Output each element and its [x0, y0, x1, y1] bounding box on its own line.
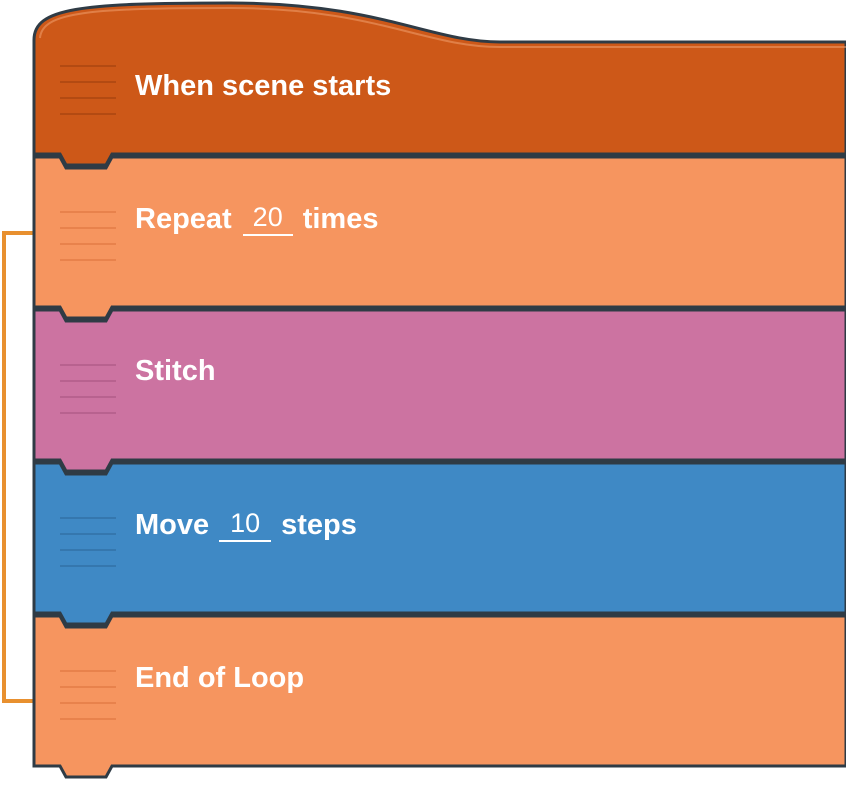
move-label: Move 10 steps: [135, 505, 357, 545]
when-scene-starts-block[interactable]: [32, 1, 846, 167]
repeat-block[interactable]: [32, 155, 846, 320]
drag-handle-icon[interactable]: [60, 65, 116, 115]
when-scene-starts-label: When scene starts: [135, 70, 392, 102]
stitch-label: Stitch: [135, 355, 216, 387]
drag-handle-icon[interactable]: [60, 364, 116, 414]
repeat-label-after: times: [302, 203, 379, 235]
repeat-label: Repeat 20 times: [135, 199, 378, 239]
drag-handle-icon[interactable]: [60, 211, 116, 261]
move-label-after: steps: [281, 509, 357, 541]
stitch-block[interactable]: [32, 308, 846, 473]
repeat-label-before: Repeat: [135, 203, 232, 235]
move-steps-field[interactable]: 10: [219, 508, 272, 542]
move-steps-block[interactable]: [32, 461, 846, 626]
loop-bracket: [2, 231, 36, 703]
drag-handle-icon[interactable]: [60, 670, 116, 720]
end-of-loop-label: End of Loop: [135, 662, 305, 694]
repeat-count-field[interactable]: 20: [242, 202, 293, 236]
move-label-before: Move: [135, 509, 210, 541]
drag-handle-icon[interactable]: [60, 517, 116, 567]
end-of-loop-block[interactable]: [32, 614, 846, 779]
